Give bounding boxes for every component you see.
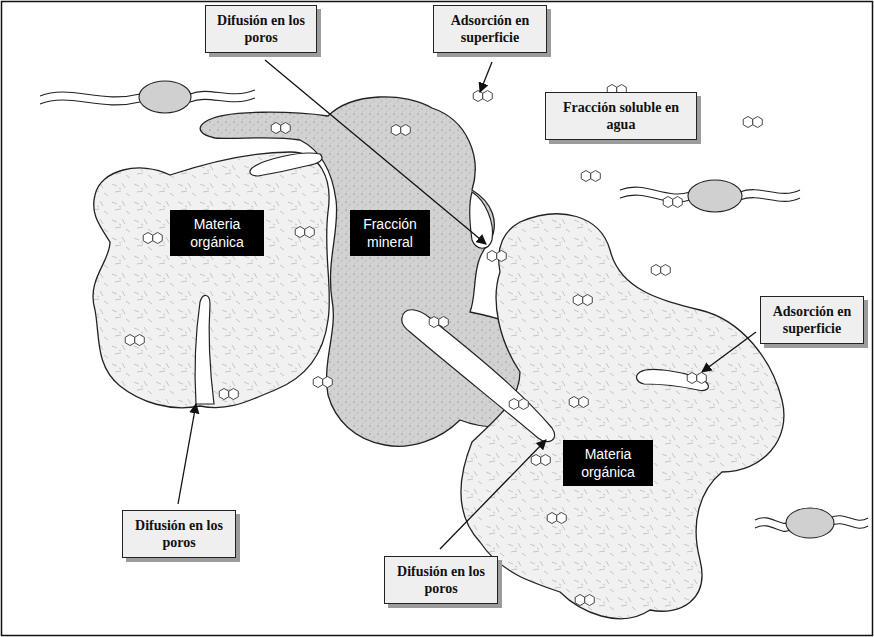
pore bbox=[195, 295, 214, 404]
pah-ring bbox=[557, 513, 567, 524]
pah-ring bbox=[135, 335, 145, 346]
pah-ring bbox=[391, 125, 401, 136]
pah-ring bbox=[541, 455, 551, 466]
pah-ring bbox=[573, 295, 583, 306]
pah-ring bbox=[687, 373, 697, 384]
pah-ring bbox=[697, 373, 707, 384]
leader-arrow bbox=[178, 60, 756, 549]
pah-ring bbox=[575, 595, 585, 606]
pah-ring bbox=[497, 251, 507, 262]
pah-ring bbox=[487, 251, 497, 262]
pah-ring bbox=[583, 295, 593, 306]
pah-ring bbox=[531, 455, 541, 466]
callout-text: Difusión en los poros bbox=[212, 12, 310, 46]
callout-box: Difusión en los poros bbox=[384, 556, 498, 604]
pah-ring bbox=[651, 265, 661, 276]
callout-text: Difusión en los poros bbox=[129, 517, 229, 551]
region-label: Materia orgánica bbox=[175, 215, 259, 251]
callout-box: Difusión en los poros bbox=[205, 5, 317, 53]
pah-ring bbox=[305, 227, 315, 238]
pah-ring bbox=[295, 227, 305, 238]
pah-ring bbox=[401, 125, 411, 136]
callout-text: Adsorción en superficie bbox=[767, 303, 857, 337]
pah-ring bbox=[439, 317, 449, 328]
pah-ring bbox=[143, 233, 153, 244]
pore bbox=[402, 310, 555, 442]
callout-text: Fracción soluble en agua bbox=[552, 99, 690, 133]
pah-ring bbox=[547, 513, 557, 524]
pah-ring bbox=[219, 389, 229, 400]
pah-ring bbox=[509, 399, 519, 410]
region-label: Materia orgánica bbox=[568, 445, 648, 481]
pah-ring bbox=[519, 399, 529, 410]
pah-ring bbox=[743, 117, 753, 128]
pah-ring bbox=[473, 91, 483, 102]
callout-text: Adsorción en superficie bbox=[440, 12, 540, 46]
pah-ring bbox=[153, 233, 163, 244]
pah-molecules bbox=[125, 85, 762, 606]
pah-ring bbox=[429, 317, 439, 328]
pah-ring bbox=[125, 335, 135, 346]
callout-box: Adsorción en superficie bbox=[433, 5, 547, 53]
microorganism bbox=[40, 81, 868, 538]
pah-ring bbox=[323, 377, 333, 388]
pah-ring bbox=[663, 197, 673, 208]
pah-ring bbox=[281, 123, 291, 134]
pah-ring bbox=[313, 377, 323, 388]
label-tag: Fracción mineral bbox=[350, 210, 430, 256]
pah-ring bbox=[661, 265, 671, 276]
pah-ring bbox=[585, 595, 595, 606]
callout-box: Difusión en los poros bbox=[122, 510, 236, 558]
pah-ring bbox=[271, 123, 281, 134]
pah-ring bbox=[579, 397, 589, 408]
organic-matter-particle bbox=[461, 214, 784, 619]
pah-ring bbox=[483, 91, 493, 102]
pah-ring bbox=[753, 117, 763, 128]
pore bbox=[250, 153, 322, 176]
label-tag: Materia orgánica bbox=[170, 210, 264, 256]
pah-ring bbox=[581, 171, 591, 182]
pah-ring bbox=[673, 197, 683, 208]
pah-ring bbox=[229, 389, 239, 400]
region-label: Fracción mineral bbox=[355, 215, 425, 251]
callout-text: Difusión en los poros bbox=[391, 563, 491, 597]
pore bbox=[637, 370, 709, 391]
label-tag: Materia orgánica bbox=[563, 440, 653, 486]
callout-box: Adsorción en superficie bbox=[760, 296, 864, 344]
organic-matter-particle bbox=[93, 152, 329, 408]
pah-ring bbox=[569, 397, 579, 408]
pah-ring bbox=[591, 171, 601, 182]
callout-box: Fracción soluble en agua bbox=[545, 92, 697, 140]
